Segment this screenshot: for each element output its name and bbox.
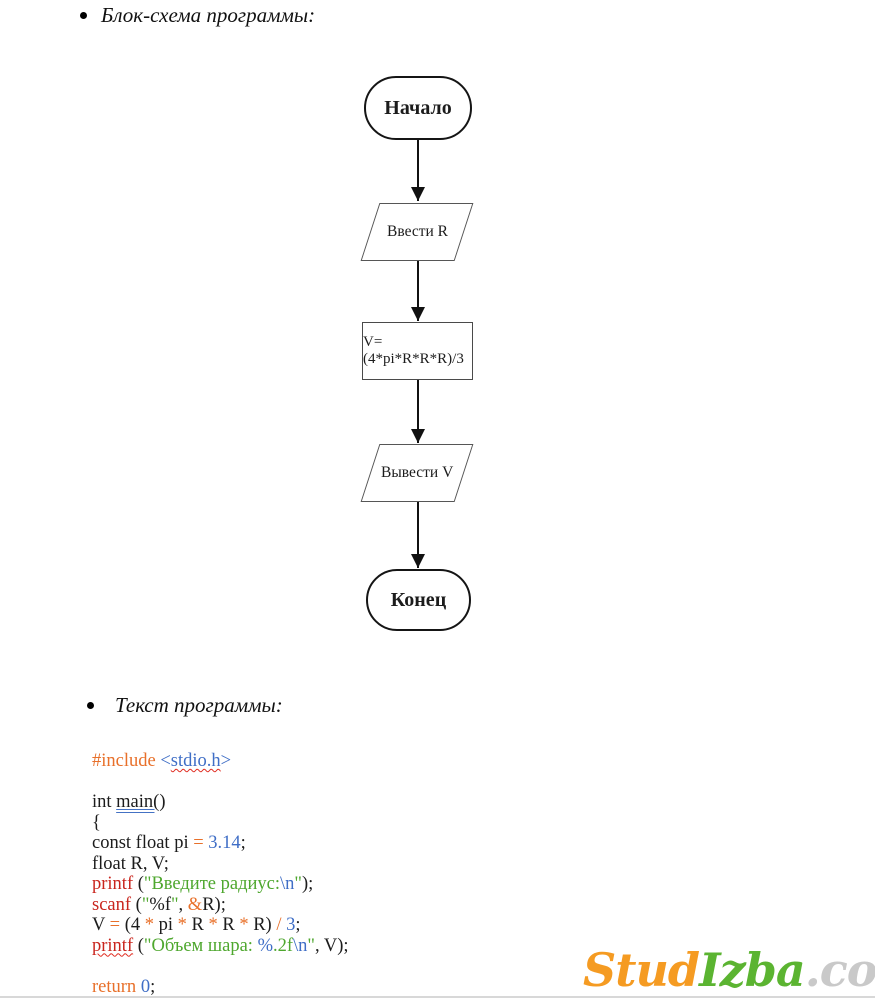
code-line: const float pi = 3.14;	[92, 833, 246, 853]
bullet-icon	[80, 11, 87, 19]
flowchart-process-label: V=(4*pi*R*R*R)/3	[363, 334, 464, 367]
code-line: return 0;	[92, 976, 156, 997]
flowchart-output-node: Вывести V	[360, 444, 474, 502]
watermark-izba: Izba	[699, 943, 806, 997]
watermark-stud: Stud	[583, 943, 700, 997]
watermark-dotcom: .com	[804, 943, 875, 997]
code-line: printf ("Введите радиус:\n");	[92, 874, 314, 894]
code-line	[92, 956, 349, 977]
code-line: printf ("Объем шара: %.2f\n", V);	[92, 935, 349, 956]
code-line	[92, 772, 349, 793]
page-bottom-divider	[0, 996, 875, 998]
flowchart-start-label: Начало	[384, 96, 452, 119]
code-line: int main()	[92, 792, 166, 812]
flowchart-end-node: Конец	[366, 569, 471, 631]
flow-arrow-down-icon	[410, 140, 425, 201]
heading-flowchart-label: Блок-схема программы:	[101, 3, 316, 27]
bullet-heading-program: Текст программы:	[87, 692, 283, 718]
flowchart-input-label: Ввести R	[386, 223, 448, 240]
code-line: scanf ("%f", &R);	[92, 894, 226, 915]
flowchart-input-node: Ввести R	[360, 203, 474, 261]
flowchart-output-label: Вывести V	[380, 464, 454, 481]
flowchart-end-label: Конец	[390, 588, 447, 611]
code-line: float R, V;	[92, 853, 169, 874]
bullet-icon	[87, 701, 94, 709]
bullet-heading-flowchart: Блок-схема программы:	[80, 2, 315, 28]
code-line: #include <stdio.h>	[92, 751, 232, 771]
flow-arrow-down-icon	[410, 502, 425, 568]
flow-arrow-down-icon	[410, 380, 425, 443]
flowchart-start-node: Начало	[364, 76, 472, 140]
code-line: V = (4 * pi * R * R * R) / 3;	[92, 915, 301, 935]
heading-program-label: Текст программы:	[115, 693, 283, 717]
code-block: #include <stdio.h> int main(){const floa…	[92, 751, 349, 997]
flow-arrow-down-icon	[410, 261, 425, 321]
flowchart-process-node: V=(4*pi*R*R*R)/3	[362, 322, 473, 380]
code-line: {	[92, 812, 101, 833]
studizba-logo: StudIzba.com	[583, 944, 875, 996]
